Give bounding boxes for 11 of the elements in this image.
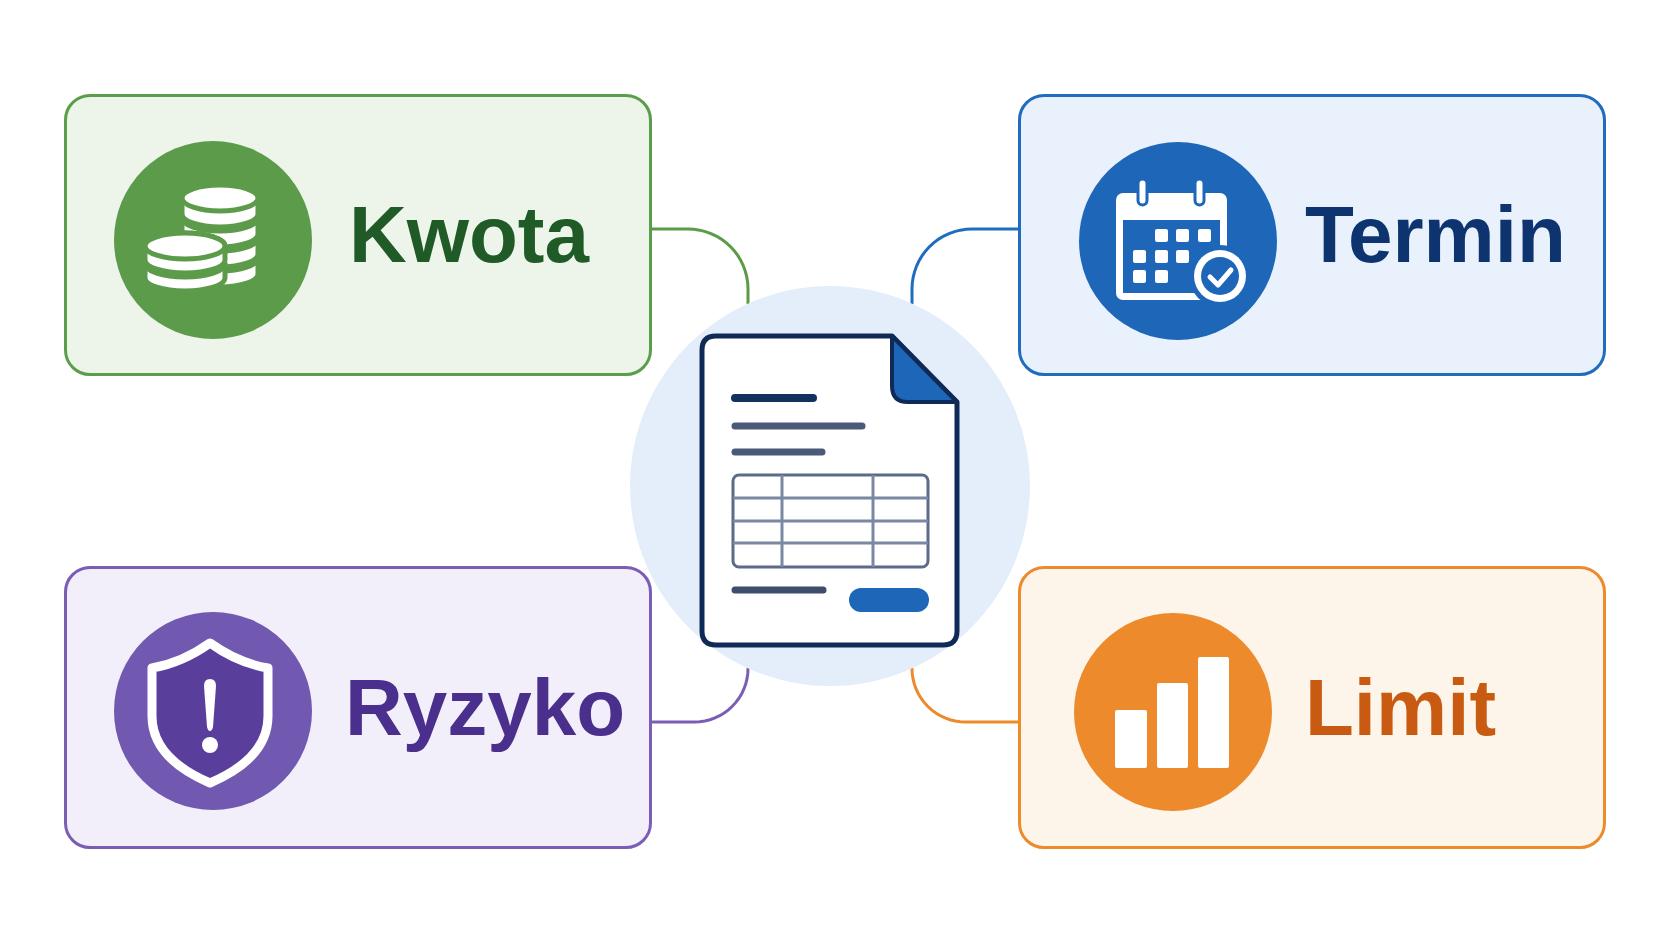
category-card [1018,566,1606,849]
category-card [64,566,652,849]
category-card [64,94,652,376]
card-title: Kwota [349,195,589,275]
connector-line [650,227,750,306]
connector-line [910,666,1020,724]
connector-line [650,666,750,724]
card-title: Termin [1305,195,1566,275]
category-card [1018,94,1606,376]
card-title: Limit [1305,667,1497,748]
connector-line [910,227,1020,306]
